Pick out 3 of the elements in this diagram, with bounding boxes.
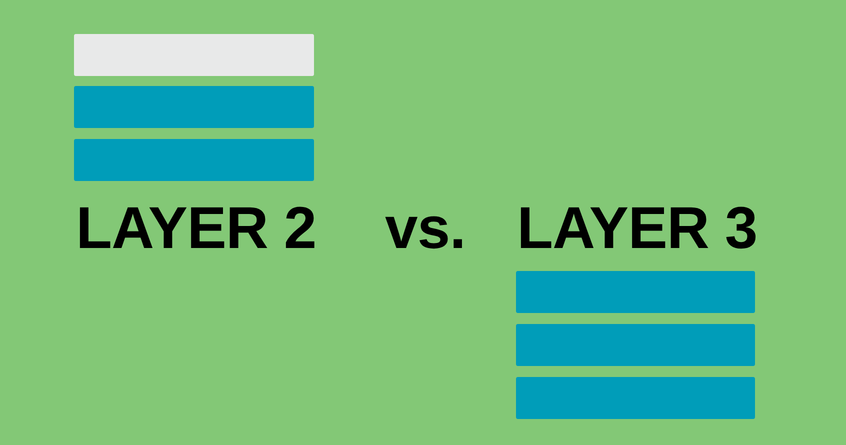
layer-title: LAYER 2 [76, 199, 316, 258]
versus-text: vs. [385, 199, 466, 258]
layer-title: LAYER 3 [517, 199, 758, 258]
